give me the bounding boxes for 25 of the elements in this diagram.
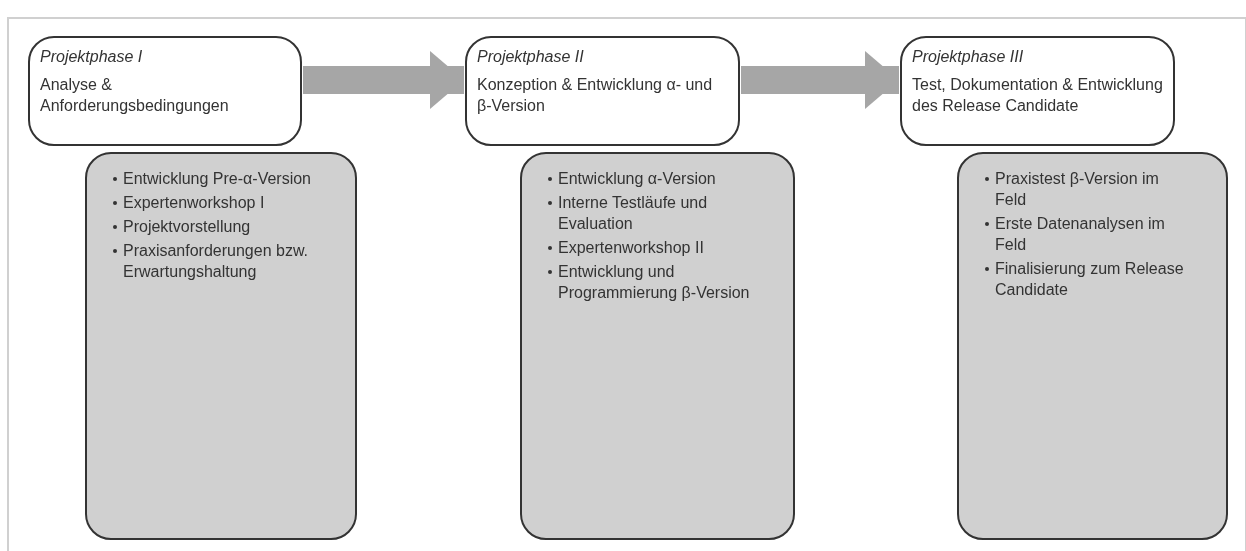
phase-heading: Projektphase III <box>912 47 1025 67</box>
task-card <box>520 152 795 540</box>
bullet-item: Praxisanforderungen bzw. Erwartungshaltung <box>113 240 315 282</box>
bullet-item: Expertenworkshop II <box>548 237 753 258</box>
bullet-item: Entwicklung und Programmierung β-Version <box>548 261 753 303</box>
phase-title: Analyse & Anforderungsbedingungen <box>40 75 230 116</box>
phase-title: Test, Dokumentation & Entwicklung des Release Candidate <box>912 75 1163 116</box>
bullet-item: Entwicklung α-Version <box>548 168 753 189</box>
bullet-item: Erste Datenanalysen im Feld <box>985 213 1186 255</box>
bullet-item: Projektvorstellung <box>113 216 315 237</box>
phase-heading: Projektphase I <box>40 47 144 67</box>
phase-card <box>465 36 740 146</box>
bullet-item: Expertenworkshop I <box>113 192 315 213</box>
task-card <box>957 152 1228 540</box>
block-arrow <box>741 51 899 109</box>
phase-title: Konzeption & Entwicklung α- und β-Version <box>477 75 714 116</box>
bullet-item: Interne Testläufe und Evaluation <box>548 192 753 234</box>
block-arrow <box>303 51 464 109</box>
phase-heading: Projektphase II <box>477 47 585 67</box>
bullet-item: Entwicklung Pre-α-Version <box>113 168 315 189</box>
bullet-item: Praxistest β-Version im Feld <box>985 168 1186 210</box>
phase-card <box>900 36 1175 146</box>
task-card <box>85 152 357 540</box>
phase-card <box>28 36 302 146</box>
bullet-item: Finalisierung zum Release Candidate <box>985 258 1186 300</box>
